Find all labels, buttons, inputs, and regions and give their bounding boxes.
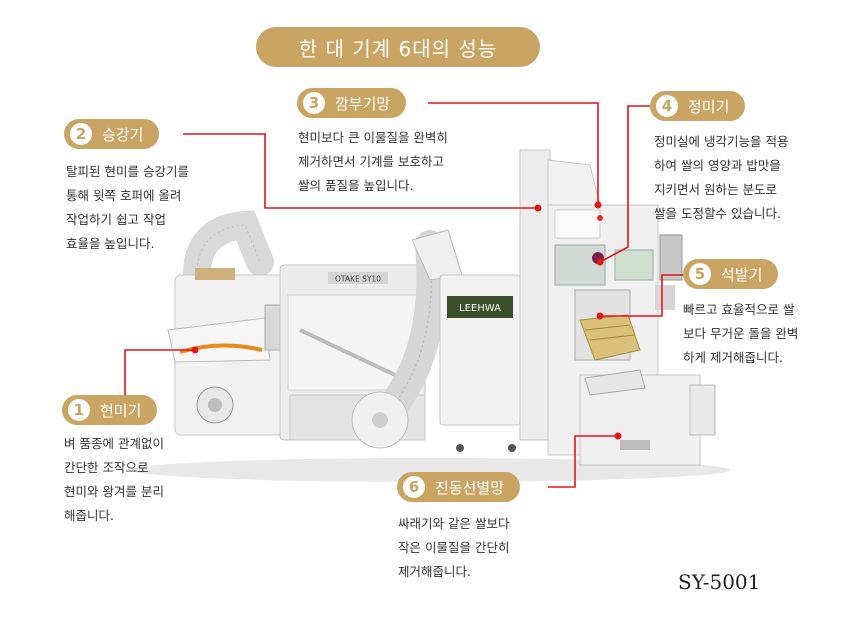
feature-label-2: 2 승강기 [64,119,160,149]
feature-title-5: 석발기 [721,265,763,284]
feature-label-1: 1 현미기 [62,395,158,425]
feature-title-2: 승강기 [102,125,144,144]
feature-desc-4: 정미실에 냉각기능을 적용 하여 쌀의 영양과 밥맛을 지키면서 원하는 분도로… [654,134,789,221]
feature-title-3: 깜부기망 [335,94,391,113]
feature-label-4: 4 정미기 [650,91,746,121]
feature-number-2: 2 [68,121,94,147]
feature-number-1: 1 [66,397,92,423]
feature-desc-3: 현미보다 큰 이물질을 완벽히 제거하면서 기계를 보호하고 쌀의 품질을 높입… [298,130,448,193]
feature-title-1: 현미기 [100,401,142,420]
feature-title-6: 진동선별망 [435,478,505,497]
feature-label-3: 3 깜부기망 [297,88,407,118]
brand-badge: LEEHWA [459,303,501,314]
feature-number-6: 6 [401,474,427,500]
feature-number-4: 4 [654,93,680,119]
feature-number-3: 3 [301,90,327,116]
feature-desc-1: 벼 품종에 관계없이 간단한 조작으로 현미와 왕겨를 분리 해줍니다. [64,436,164,523]
feature-label-5: 5 석발기 [683,259,779,289]
feature-desc-6: 싸래기와 같은 쌀보다 작은 이물질을 간단히 제거해줍니다. [398,516,510,579]
feature-desc-2: 탈피된 현미를 승강기를 통해 윗쪽 호퍼에 올려 작업하기 쉽고 작업 효율을… [66,164,189,251]
model-name: SY-5001 [678,570,761,594]
feature-label-6: 6 진동선별망 [397,472,521,502]
feature-number-5: 5 [687,261,713,287]
page-title: 한 대 기계 6대의 성능 [256,27,540,67]
model-plate: OTAKE SY10 [335,275,381,284]
feature-desc-5: 빠르고 효율적으로 쌀 보다 무거운 돌을 완벽 하게 제거해줍니다. [683,302,799,365]
feature-title-4: 정미기 [688,97,730,116]
